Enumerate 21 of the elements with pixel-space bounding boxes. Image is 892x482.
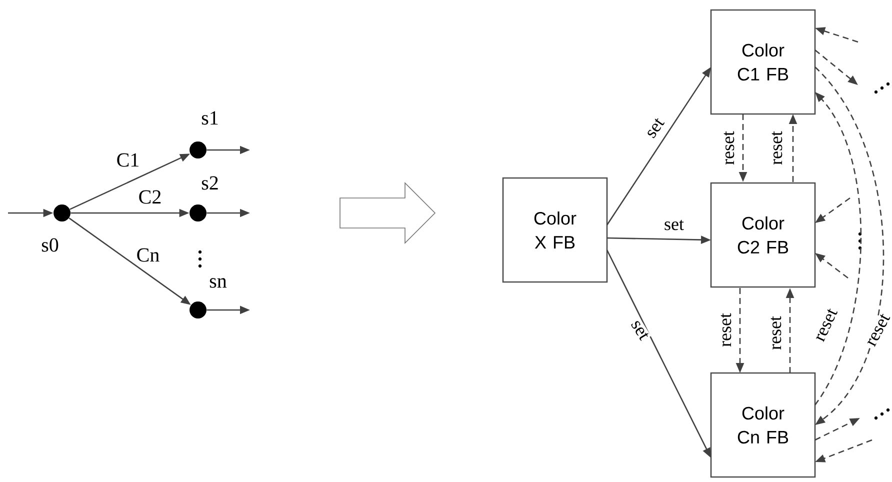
state-label: s2: [202, 176, 218, 190]
function-block: Color C2 FB: [710, 182, 816, 288]
edge-label: C2: [137, 189, 163, 205]
function-block: Color X FB: [502, 177, 608, 283]
edge-label: set: [644, 115, 666, 141]
edge-label: reset: [770, 315, 782, 351]
function-block: Color Cn FB: [710, 372, 816, 478]
edge-label: set: [663, 218, 685, 232]
edge-label: reset: [812, 306, 840, 344]
edge-label: reset: [722, 130, 736, 166]
edge-label: set: [628, 317, 652, 343]
edge-label: C1: [115, 152, 141, 168]
arrow: [814, 66, 884, 425]
state-label: s0: [42, 238, 58, 252]
edge-label: reset: [720, 312, 732, 348]
edge-label: reset: [770, 130, 784, 166]
edge-label: Cn: [135, 247, 161, 263]
function-block: Color C1 FB: [710, 9, 816, 115]
state-label: sn: [210, 278, 227, 288]
state-label: s1: [202, 111, 218, 125]
edge-label: reset: [864, 311, 892, 349]
